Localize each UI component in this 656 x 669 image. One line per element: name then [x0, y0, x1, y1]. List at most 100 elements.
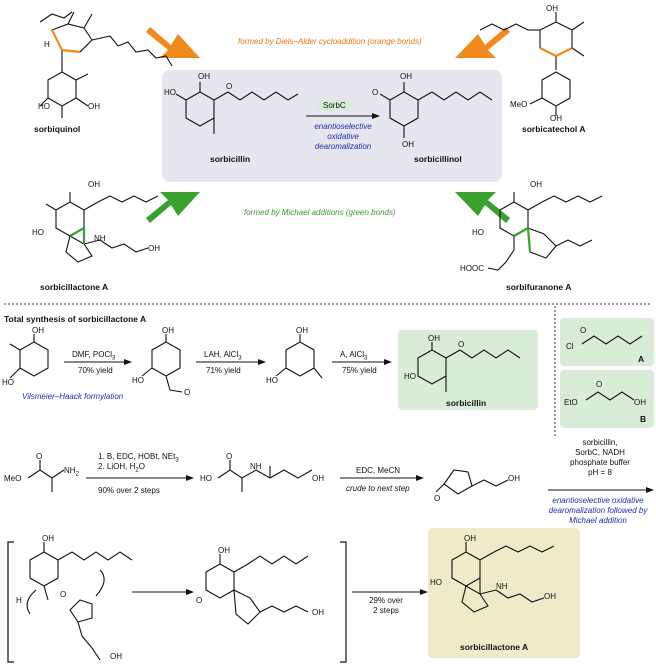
atom-eto: EtO	[564, 398, 578, 407]
atom-nh-final: NH	[496, 582, 508, 591]
row2-right-cond-3: phosphate buffer	[570, 458, 630, 467]
atom-cl: Cl	[566, 342, 574, 351]
row3-yield-2: 2 steps	[373, 606, 399, 615]
label-sorbicillinol: sorbicillinol	[414, 154, 462, 164]
bracket-right	[340, 541, 347, 663]
alanine-ester-structure	[27, 460, 65, 492]
atom-oh-dimethyl: OH	[296, 326, 308, 335]
label-reagent-a: A	[638, 354, 645, 364]
sorbiquinol-structure	[39, 11, 173, 118]
reagent-b-box	[560, 370, 654, 428]
row3-yield-1: 29% over	[369, 596, 403, 605]
row2-yield: 90% over 2 steps	[98, 486, 160, 495]
mechanism-intermediate-1	[26, 542, 133, 661]
reagent-a-box	[560, 318, 654, 366]
label-sorbifuranone: sorbifuranone A	[506, 282, 572, 292]
sorbicillinol-structure	[379, 82, 493, 138]
michael-note: formed by Michael additions (green bonds…	[244, 208, 396, 217]
atom-ho-final: HO	[430, 578, 442, 587]
label-sorbicillin-product: sorbicillin	[446, 398, 487, 408]
atom-o-product: O	[458, 340, 465, 349]
amide-acid-structure	[217, 460, 313, 492]
atom-o-sorbicillin: O	[226, 82, 233, 91]
row2-cond2: 2. LiOH, H2O	[98, 462, 145, 474]
atom-oh-mech1: OH	[42, 534, 54, 543]
atom-nh-amide: NH	[250, 462, 262, 471]
step1-name: Vilsmeier–Haack formylation	[22, 392, 124, 401]
final-product-structure	[451, 542, 555, 613]
atom-ho-sorbicillin: HO	[164, 88, 176, 97]
row2-right-note-2: dearomalization followed by	[548, 506, 648, 515]
atom-h-sorbiquinol: H	[44, 40, 50, 49]
row2-crude: crude to next step	[346, 484, 410, 493]
atom-o-mech1: O	[60, 590, 67, 599]
label-final-product: sorbicillactone A	[460, 642, 529, 652]
atom-oh-sorbicatechol: OH	[546, 4, 558, 13]
oxazolone-structure	[435, 469, 509, 495]
atom-ho-sorbifuranone: HO	[472, 228, 484, 237]
atom-ho-product: HO	[404, 372, 416, 381]
enzyme-desc-3: dearomalization	[314, 142, 372, 151]
row2-cond1: 1. B, EDC, HOBt, NEt3	[98, 452, 179, 464]
step1-yield: 70% yield	[78, 366, 113, 375]
row2-right-cond-2: SorbC, NADH	[575, 448, 625, 457]
sorbifuranone-green-bonds	[513, 227, 532, 253]
sorbiquinol-orange-bonds	[51, 29, 81, 54]
mechanism-intermediate-2	[205, 554, 309, 625]
enzyme-desc-1: enantioselective	[314, 122, 372, 131]
sorbicatechol-orange-bonds	[539, 47, 573, 57]
enzyme-desc-2: oxidative	[327, 132, 359, 141]
label-reagent-b: B	[640, 414, 647, 424]
row2-edc: EDC, MeCN	[356, 466, 401, 475]
atom-oh-sorbicillin: OH	[198, 72, 210, 81]
step3-yield: 75% yield	[342, 366, 377, 375]
aldehyde-structure	[141, 334, 183, 393]
orange-arrow-left	[146, 27, 200, 58]
enzyme-sorbc: SorbC	[318, 100, 351, 111]
step1-reagents: DMF, POCl3	[72, 350, 116, 362]
sorbc-arrow-head	[372, 113, 380, 119]
resorcinol-structure	[9, 334, 49, 379]
sorbicillin-structure	[175, 82, 299, 134]
atom-oh-final: OH	[464, 534, 476, 543]
atom-oh-b: OH	[634, 398, 646, 407]
atom-oh2-sorbicatechol: OH	[550, 114, 562, 123]
atom-o-alanine: O	[36, 452, 43, 461]
atom-h-mech1: H	[16, 596, 22, 605]
atom-hooc-sorbifuranone: HOOC	[460, 264, 484, 273]
atom-oh-resorcinol: OH	[32, 326, 44, 335]
row2-right-cond-1: sorbicillin,	[582, 438, 618, 447]
sorbicillactone-structure	[45, 192, 159, 263]
atom-ho-dimethyl: HO	[266, 376, 278, 385]
step2-reagents: LAH, AlCl3	[204, 350, 242, 362]
atom-oh-oxazolone: OH	[508, 474, 520, 483]
atom-oh-amide: OH	[312, 474, 324, 483]
row2-right-note-1: enantioselective oxidative	[552, 496, 644, 505]
green-arrow-right	[455, 192, 510, 223]
atom-oh-mech2b: OH	[312, 608, 324, 617]
atom-oh-aldehyde: OH	[162, 326, 174, 335]
atom-ho-sorbicillactone: HO	[32, 228, 44, 237]
diels-alder-note: formed by Diels–Alder cycloaddition (ora…	[238, 37, 422, 46]
sorbifuranone-structure	[487, 192, 603, 271]
atom-meo-alanine: MeO	[4, 474, 22, 483]
atom-o-aldehyde: O	[184, 388, 191, 397]
atom-o-oxazolone: O	[434, 494, 441, 503]
atom-o-amide: O	[226, 452, 233, 461]
reagent-b-structure	[585, 391, 635, 401]
label-sorbicillin: sorbicillin	[210, 154, 251, 164]
atom-oh-sorbicillactone: OH	[88, 180, 100, 189]
atom-oh-mech1b: OH	[110, 652, 122, 661]
sorbicillin-product-structure	[417, 342, 521, 392]
final-product-box	[428, 528, 580, 658]
atom-ho-amide: HO	[200, 474, 212, 483]
central-box	[162, 70, 502, 182]
atom-ho-sorbiquinol: HO	[38, 102, 50, 111]
atom-o-b: O	[596, 380, 603, 389]
row2-right-note-3: Michael addition	[569, 516, 627, 525]
atom-oh2-sorbicillinol: OH	[402, 140, 414, 149]
atom-o-sorbicillinol: O	[372, 88, 379, 97]
atom-nh2-alanine: NH2	[64, 466, 79, 478]
step3-reagents: A, AlCl3	[340, 350, 368, 362]
